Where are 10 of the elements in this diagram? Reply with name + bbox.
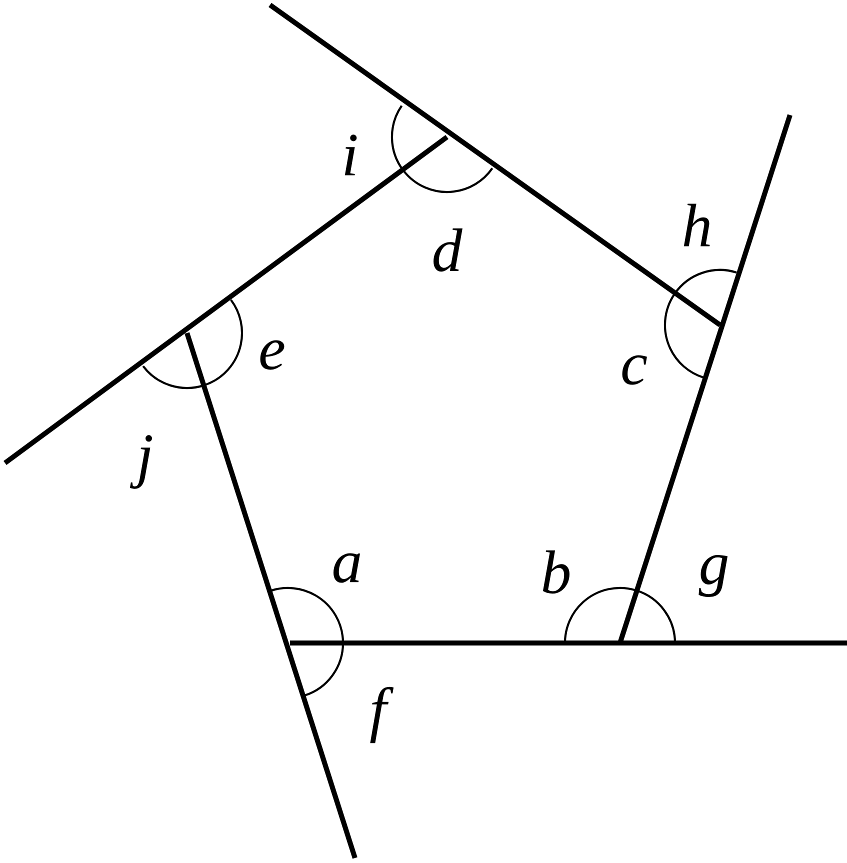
angle-label: a [334, 553, 360, 583]
angle-label: b [542, 550, 570, 594]
angle-label: j [130, 435, 152, 489]
angle-label: e [260, 340, 284, 370]
angle-label: d [434, 228, 462, 272]
angle-label: c [622, 355, 647, 385]
angle-label: h [684, 204, 710, 246]
angle-label: f [370, 686, 394, 744]
angle-label: i [344, 134, 357, 176]
angle-label: g [698, 555, 728, 597]
